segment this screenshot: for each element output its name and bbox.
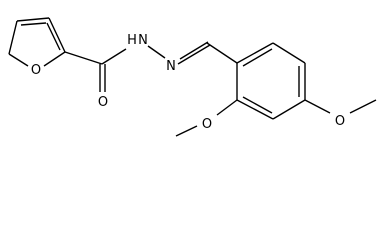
bond-n-ch-a <box>179 41 209 60</box>
bond-benzene-c2-c3 <box>236 99 274 120</box>
bond-furan-c4-c5 <box>8 20 18 55</box>
atom-label-furan-oxygen: O <box>31 63 41 78</box>
methoxy-groups <box>175 99 377 137</box>
bond-furan-c2-carbonyl <box>64 51 103 65</box>
bond-n-ch-b <box>177 44 211 65</box>
hydrazone-chain <box>64 41 238 92</box>
bond-furan-c5-o <box>8 53 29 67</box>
bond-ortho-o-ch3 <box>175 125 198 137</box>
bond-nh-n <box>147 45 166 59</box>
atom-label-methoxy-oxygen-ortho: O <box>202 117 212 132</box>
bond-benzene-c5-c6 <box>272 42 306 64</box>
furan-ring <box>8 17 66 67</box>
atom-label-amide-n: N <box>138 33 148 48</box>
atom-label-carbonyl-oxygen: O <box>98 95 108 110</box>
atom-label-imine-n: N <box>166 59 176 74</box>
bond-benzene-c2-c3-inner <box>242 96 273 114</box>
benzene-ring <box>236 42 306 120</box>
bond-para-o-ch3 <box>349 99 377 114</box>
bond-furan-c2-c3-inner <box>46 22 61 51</box>
bond-benzene-c6-c1 <box>236 42 274 64</box>
bond-furan-o-c2 <box>43 51 66 67</box>
bond-ortho-c-o <box>216 99 238 116</box>
bond-furan-c3-c4 <box>16 17 50 22</box>
bond-furan-c2-c3 <box>48 17 66 53</box>
bond-carbonyl-c-nh <box>101 48 127 65</box>
bond-furan-c3-c4-inner <box>20 22 47 26</box>
bond-ch-aryl <box>206 42 238 64</box>
molecule-structure: O O H N N O O <box>8 17 377 137</box>
atom-label-methoxy-oxygen-para: O <box>335 114 345 129</box>
bond-benzene-c3-c4 <box>272 99 306 120</box>
bond-para-c-o <box>304 99 331 114</box>
atom-label-amide-h: H <box>127 33 137 48</box>
bond-benzene-c6-c1-inner <box>242 48 273 67</box>
